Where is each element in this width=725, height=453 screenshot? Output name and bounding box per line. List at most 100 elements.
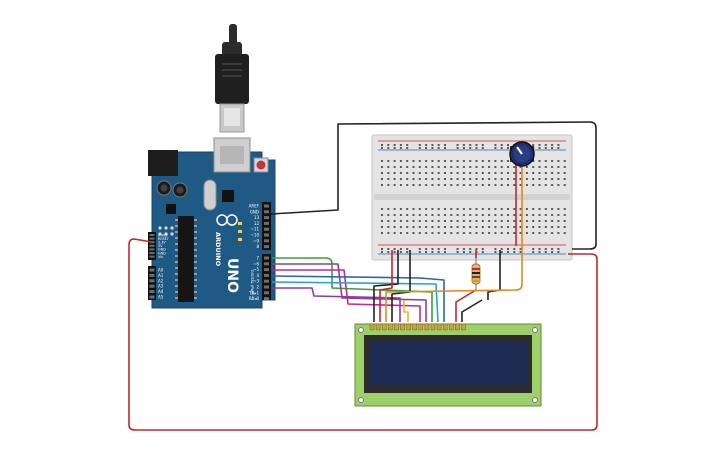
pin-label: TX▸1 xyxy=(248,290,259,295)
pin-label: RX◂0 xyxy=(249,296,260,301)
digital-pin[interactable] xyxy=(264,262,269,266)
breadboard xyxy=(371,134,573,261)
pin-label: ~6 xyxy=(253,261,259,266)
pin-label: 8 xyxy=(256,244,259,249)
lcd-pin[interactable] xyxy=(424,323,430,331)
lcd-pin[interactable] xyxy=(442,323,448,331)
lcd-pin[interactable] xyxy=(412,323,417,331)
lcd-pin[interactable] xyxy=(406,323,411,331)
digital-pin[interactable] xyxy=(264,291,269,295)
wire-pin6-purple[interactable] xyxy=(272,263,427,322)
pin-label: 12 xyxy=(254,221,260,226)
wire-lcd-rw-black[interactable] xyxy=(391,250,411,322)
digital-pin[interactable] xyxy=(264,221,269,225)
digital-pin[interactable] xyxy=(264,273,269,277)
wire-pot-orange[interactable] xyxy=(385,160,523,322)
pin-label: GND xyxy=(158,248,166,252)
arduino-uno-board: ARDUINO UNO AREFGND1312~11~10~987~6~54~3… xyxy=(148,137,276,309)
digital-pin[interactable] xyxy=(264,210,269,214)
analog-header xyxy=(148,266,156,300)
digital-pin[interactable] xyxy=(264,279,269,283)
analog-pin[interactable] xyxy=(149,273,155,277)
pin-label: A5 xyxy=(158,295,164,300)
digital-pin[interactable] xyxy=(264,227,269,231)
power-pin[interactable] xyxy=(149,244,155,247)
barrel-jack xyxy=(148,150,178,176)
digital-pin[interactable] xyxy=(264,256,269,260)
lcd-pin[interactable] xyxy=(455,323,460,331)
pin-label: 2 xyxy=(256,285,259,290)
pin-label: 3.3V xyxy=(158,241,166,245)
atmega-chip xyxy=(178,216,194,302)
pin-label: 5V xyxy=(158,244,163,248)
power-pin[interactable] xyxy=(149,252,155,254)
pin-label: ~3 xyxy=(253,279,259,284)
model-label: UNO xyxy=(224,258,240,293)
pin-label: Vin xyxy=(158,255,163,259)
pin-label: A1 xyxy=(158,273,164,278)
pin-label: 13 xyxy=(254,215,260,220)
lcd-pin[interactable] xyxy=(394,323,399,331)
wire-pin5-magenta[interactable] xyxy=(272,269,421,322)
digital-pin[interactable] xyxy=(264,204,269,208)
digital-pin[interactable] xyxy=(264,239,269,243)
brand-label: ARDUINO xyxy=(214,232,222,267)
pin-label: ~11 xyxy=(251,227,260,232)
lcd-pin[interactable] xyxy=(449,323,454,331)
wire-lcd-a-red[interactable] xyxy=(455,250,477,322)
power-pin[interactable] xyxy=(149,237,155,240)
power-pin[interactable] xyxy=(149,234,155,236)
wire-lcd-k-black[interactable] xyxy=(461,299,483,322)
digital-pin[interactable] xyxy=(264,285,269,289)
pin-label: GND xyxy=(250,209,259,214)
pin-label: 7 xyxy=(256,256,259,261)
wire-pin2-purple[interactable] xyxy=(272,287,401,322)
power-pin[interactable] xyxy=(149,248,155,251)
pin-label: AREF xyxy=(249,204,260,209)
pin-label: RESET xyxy=(158,237,170,241)
usb-cable xyxy=(215,24,249,133)
pin-label: A3 xyxy=(158,284,164,289)
wire-pin3-cyan[interactable] xyxy=(271,281,439,323)
digital-label: DIGITAL (PWM ~) xyxy=(250,270,254,301)
wire-pin4-blue[interactable] xyxy=(271,275,445,322)
lcd-module-16x2 xyxy=(354,323,542,407)
lcd-pin[interactable] xyxy=(430,323,436,331)
analog-pin[interactable] xyxy=(149,290,155,294)
pin-label: A0 xyxy=(158,268,164,273)
analog-pin[interactable] xyxy=(149,268,155,272)
pin-label: ~10 xyxy=(251,233,260,238)
analog-pin[interactable] xyxy=(149,295,155,299)
wire-pin7-green[interactable] xyxy=(272,257,433,322)
wire-gnd-black[interactable] xyxy=(270,121,597,250)
analog-pin[interactable] xyxy=(149,284,155,288)
lcd-pin[interactable] xyxy=(461,323,466,331)
lcd-pin[interactable] xyxy=(375,323,381,331)
lcd-screen xyxy=(369,342,527,386)
pin-label: A4 xyxy=(158,289,164,294)
digital-pin[interactable] xyxy=(264,216,269,220)
digital-header-bottom xyxy=(262,254,271,300)
pin-label: A2 xyxy=(158,278,164,283)
potentiometer[interactable] xyxy=(509,141,535,167)
wire-yellow[interactable] xyxy=(403,300,409,322)
pin-label: ~9 xyxy=(253,238,259,243)
lcd-pin[interactable] xyxy=(400,323,405,331)
wire-lcd-vdd-red[interactable] xyxy=(379,250,393,322)
lcd-pin[interactable] xyxy=(418,323,424,331)
lcd-pin[interactable] xyxy=(369,323,375,331)
digital-pin[interactable] xyxy=(264,297,269,301)
lcd-pin[interactable] xyxy=(381,323,387,331)
power-pin[interactable] xyxy=(149,241,155,244)
resistor[interactable] xyxy=(471,258,481,290)
power-pin[interactable] xyxy=(149,255,155,258)
lcd-pin[interactable] xyxy=(436,323,442,331)
lcd-pin[interactable] xyxy=(388,323,393,331)
digital-pin[interactable] xyxy=(264,245,269,249)
digital-pin[interactable] xyxy=(264,233,269,237)
analog-pin[interactable] xyxy=(149,279,155,283)
wire-lcd-vss-black[interactable] xyxy=(373,250,399,322)
wire-5v-red[interactable] xyxy=(128,238,598,431)
digital-pin[interactable] xyxy=(264,268,269,272)
